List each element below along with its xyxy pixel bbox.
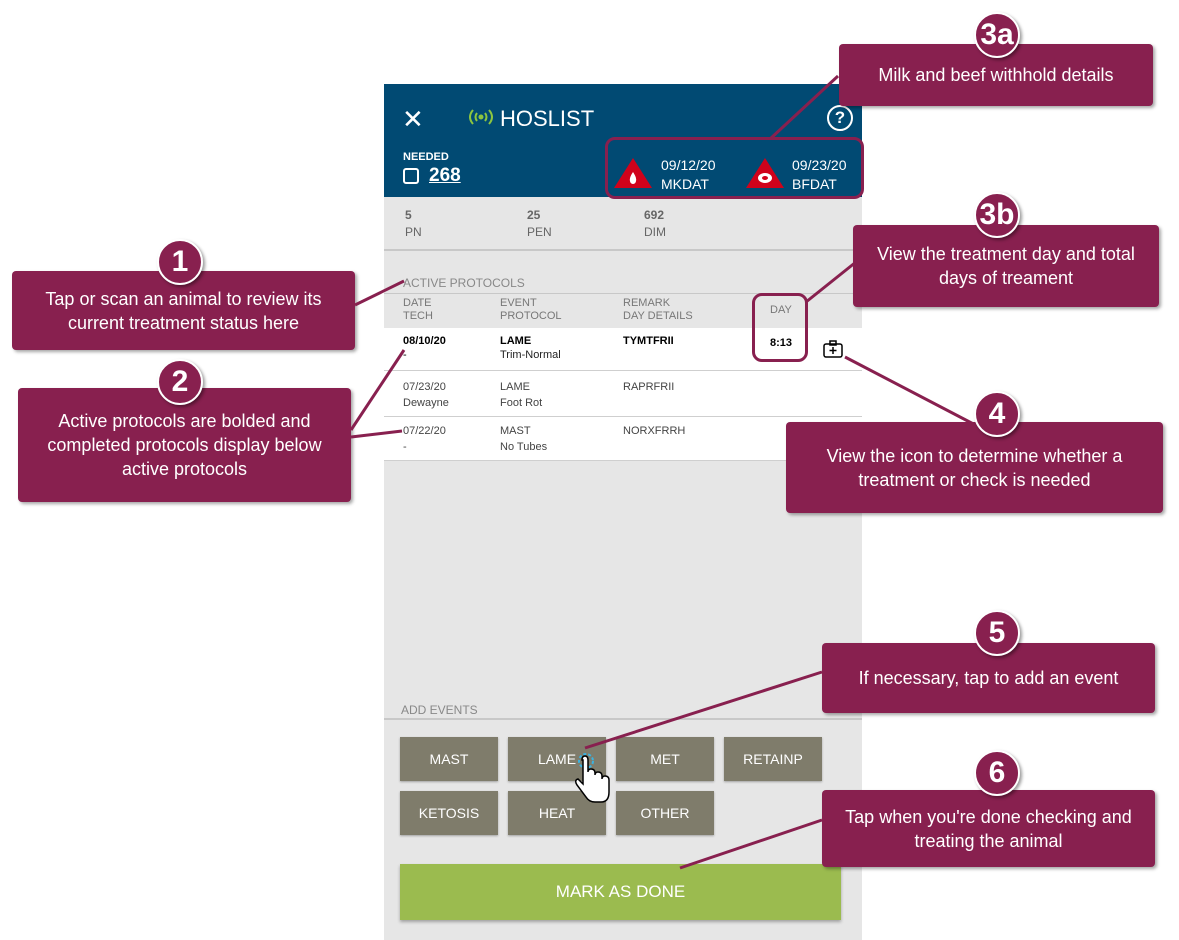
callout-4: View the icon to determine whether a tre…	[786, 422, 1163, 513]
milk-withhold-date: 09/12/20	[661, 157, 716, 173]
beef-withhold-icon	[746, 158, 784, 188]
active-protocols-heading: ACTIVE PROTOCOLS	[403, 276, 525, 290]
rfid-signal-icon	[469, 109, 493, 125]
divider	[384, 718, 862, 720]
column-header-date: DATE	[403, 297, 432, 309]
mark-as-done-button[interactable]: MARK AS DONE	[400, 864, 841, 920]
column-header-day: DAY	[770, 304, 792, 316]
protocol-row[interactable]: 07/22/20 - MAST No Tubes NORXFRRH	[384, 417, 862, 461]
column-header-protocol: PROTOCOL	[500, 310, 562, 322]
protocol-row-active[interactable]: 08/10/20 - LAME Trim-Normal TYMTFRII 8:1…	[384, 328, 862, 371]
column-header-tech: TECH	[403, 310, 433, 322]
close-icon[interactable]: ✕	[402, 104, 424, 134]
row-remark: RAPRFRII	[623, 381, 675, 393]
day-highlight	[752, 293, 808, 362]
row-protocol: Trim-Normal	[500, 349, 561, 361]
add-event-ketosis-button[interactable]: KETOSIS	[400, 791, 498, 835]
callout-badge-3b: 3b	[974, 192, 1020, 238]
pen-value: 25	[527, 208, 541, 222]
phone-screen: ✕ HOSLIST ? NEEDED 268 09/12/20 MKDAT 09…	[384, 84, 862, 940]
row-tech: -	[403, 349, 407, 361]
beef-withhold-date: 09/23/20	[792, 157, 847, 173]
dim-value: 692	[644, 208, 665, 222]
callout-badge-6: 6	[974, 750, 1020, 796]
milk-withhold-label: MKDAT	[661, 176, 709, 192]
add-event-other-button[interactable]: OTHER	[616, 791, 714, 835]
milk-withhold-icon	[614, 158, 652, 188]
page-title: HOSLIST	[500, 106, 595, 131]
beef-withhold-label: BFDAT	[792, 176, 837, 192]
pen-label: PEN	[527, 225, 552, 239]
callout-badge-3a: 3a	[974, 12, 1020, 58]
callout-badge-4: 4	[974, 391, 1020, 437]
row-day: 8:13	[770, 337, 793, 349]
withhold-highlight	[605, 137, 864, 199]
tap-hand-icon	[574, 753, 610, 803]
pen-number-label: PN	[405, 225, 422, 239]
divider	[384, 293, 862, 294]
add-event-retainp-button[interactable]: RETAINP	[724, 737, 822, 781]
add-event-heat-button[interactable]: HEAT	[508, 791, 606, 835]
row-event: LAME	[500, 335, 532, 347]
row-event: MAST	[500, 425, 531, 437]
app-header: ✕ HOSLIST ? NEEDED 268 09/12/20 MKDAT 09…	[384, 84, 862, 197]
callout-6: Tap when you're done checking and treati…	[822, 790, 1155, 867]
callout-1: Tap or scan an animal to review its curr…	[12, 271, 355, 350]
row-date: 07/23/20	[403, 381, 446, 393]
callout-badge-5: 5	[974, 610, 1020, 656]
callout-badge-2: 2	[157, 359, 203, 405]
row-event: LAME	[500, 381, 530, 393]
row-protocol: No Tubes	[500, 441, 548, 453]
callout-2: Active protocols are bolded and complete…	[18, 388, 351, 502]
add-event-mast-button[interactable]: MAST	[400, 737, 498, 781]
row-tech: -	[403, 441, 407, 453]
row-tech: Dewayne	[403, 397, 449, 409]
needed-checkbox[interactable]	[403, 168, 419, 184]
row-remark: TYMTFRII	[623, 335, 674, 347]
callout-badge-1: 1	[157, 239, 203, 285]
animal-id-link[interactable]: 268	[429, 165, 461, 186]
row-protocol: Foot Rot	[500, 397, 543, 409]
dim-label: DIM	[644, 225, 666, 239]
add-event-met-button[interactable]: MET	[616, 737, 714, 781]
divider	[384, 249, 862, 251]
needed-label: NEEDED	[403, 151, 449, 163]
callout-3b: View the treatment day and total days of…	[853, 225, 1159, 307]
row-date: 08/10/20	[403, 335, 446, 347]
column-header-event: EVENT	[500, 297, 537, 309]
add-events-heading: ADD EVENTS	[401, 703, 478, 717]
column-header-remark: REMARK	[623, 297, 671, 309]
row-date: 07/22/20	[403, 425, 446, 437]
pen-number-value: 5	[405, 208, 412, 222]
row-remark: NORXFRRH	[623, 425, 686, 437]
treatment-kit-icon[interactable]	[823, 340, 843, 358]
column-header-day-details: DAY DETAILS	[623, 310, 693, 322]
help-icon[interactable]: ?	[827, 105, 853, 131]
protocol-row[interactable]: 07/23/20 Dewayne LAME Foot Rot RAPRFRII	[384, 371, 862, 417]
